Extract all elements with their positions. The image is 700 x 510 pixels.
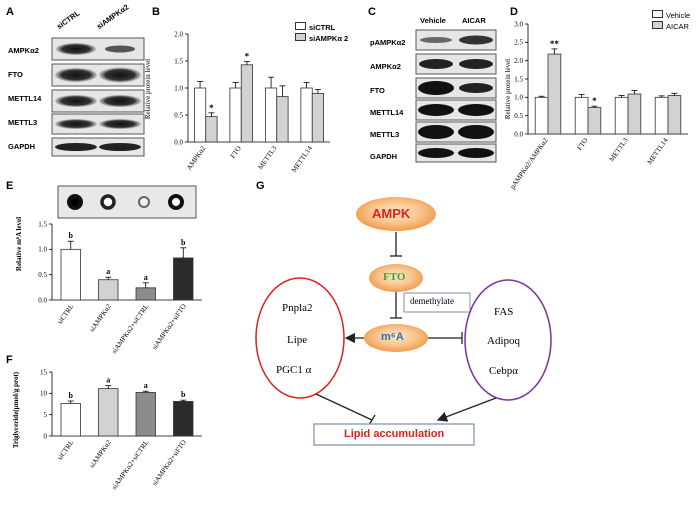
lipid-box [313, 423, 475, 446]
blot-c-row-label-4: METTL14 [370, 108, 404, 117]
panel-a-letter: A [6, 6, 14, 18]
chart-f-group-letter: a [106, 376, 110, 385]
chart-d-legend: Vehicle AICAR [652, 10, 690, 32]
left-gene-group [255, 277, 345, 399]
chart-e-group-letter: b [69, 231, 74, 240]
chart-f-y-tick-label: 0 [44, 432, 48, 440]
blot-a-row-label-2: FTO [8, 70, 23, 79]
right-gene-1: FAS [494, 306, 514, 318]
chart-d-y-tick-label: 0.5 [514, 112, 523, 120]
chart-d-legend-item-2: AICAR [652, 21, 690, 32]
chart-f-group-letter: a [144, 381, 148, 390]
chart-e-y-tick-label: 1.5 [38, 220, 47, 228]
ampk-label: AMPK [372, 206, 411, 221]
blot-c-row-label-3: FTO [370, 86, 385, 95]
chart-b-y-tick-label: 1.5 [174, 57, 183, 65]
blot-c-lane-label-2: AICAR [462, 16, 486, 25]
left-gene-2: Lipe [287, 334, 308, 346]
panel-d-letter: D [510, 6, 518, 18]
chart-b-significance: * [209, 103, 214, 113]
chart-d-y-tick-label: 2.0 [514, 57, 523, 65]
chart-d-y-tick-label: 2.5 [514, 39, 523, 47]
chart-f-y-tick-label: 5 [44, 411, 48, 419]
right-gene-3: Cebpα [489, 365, 518, 377]
left-gene-3: PGC1 α [276, 364, 312, 376]
blot-c-row-label-6: GAPDH [370, 152, 398, 161]
panel-f-letter: F [6, 354, 13, 366]
chart-b-y-tick-label: 0.0 [174, 138, 183, 146]
left-inhibits-lipid [315, 393, 373, 421]
panel-b-letter: B [152, 6, 160, 18]
chart-f-group-letter: b [69, 391, 74, 400]
blot-c-lane-label-1: Vehicle [420, 16, 446, 25]
right-activates-lipid [436, 397, 497, 422]
chart-d-y-tick-label: 1.0 [514, 94, 523, 102]
blot-a-row-label-3: METTL14 [8, 94, 42, 103]
chart-d-significance: * [592, 96, 597, 106]
panel-c-letter: C [368, 6, 376, 18]
chart-b-significance: * [245, 52, 250, 62]
chart-e-y-tick-label: 0.0 [38, 296, 47, 304]
chart-b-legend-item-1: siCTRL [295, 22, 348, 33]
blot-c-row-label-1: pAMPKα2 [370, 38, 406, 47]
dot-blot-e [57, 185, 197, 219]
chart-b-y-tick-label: 1.0 [174, 84, 183, 92]
chart-b-y-tick-label: 0.5 [174, 111, 183, 119]
lipid-accumulation-label: Lipid accumulation [344, 428, 445, 440]
right-gene-2: Adipoq [487, 335, 520, 347]
chart-e-group-letter: a [144, 273, 148, 282]
chart-d-y-tick-label: 3.0 [514, 20, 523, 28]
chart-f-y-tick-label: 10 [40, 390, 48, 398]
demethylate-label: demethylate [410, 296, 454, 306]
m6a-label: m⁶A [381, 331, 404, 343]
ampk-node [356, 197, 436, 231]
demethylate-box [403, 292, 471, 313]
blot-a-row-label-1: AMPKα2 [8, 46, 39, 55]
chart-e-y-tick-label: 0.5 [38, 271, 47, 279]
panel-g-letter: G [256, 180, 265, 192]
western-blot-a [51, 37, 145, 157]
chart-d-y-tick-label: 0.0 [514, 130, 523, 138]
chart-d-significance: ** [550, 39, 560, 49]
chart-d-legend-item-1: Vehicle [652, 10, 690, 21]
fto-label: FTO [383, 271, 406, 283]
blot-a-bands [55, 43, 141, 151]
blot-c-row-label-2: AMPKα2 [370, 62, 401, 71]
fto-node [369, 264, 423, 292]
blot-c-row-label-5: METTL3 [370, 130, 400, 139]
right-gene-group [464, 279, 552, 401]
chart-f-y-tick-label: 15 [40, 368, 48, 376]
panel-e-letter: E [6, 180, 14, 192]
western-blot-c [415, 29, 497, 163]
left-gene-1: Pnpla2 [282, 302, 313, 314]
chart-b-legend: siCTRL siAMPKα 2 [295, 22, 348, 44]
chart-e-group-letter: b [181, 238, 186, 247]
blot-a-row-label-5: GAPDH [8, 142, 36, 151]
chart-d-y-tick-label: 1.5 [514, 75, 523, 83]
m6a-node [364, 324, 428, 352]
chart-e-y-tick-label: 1.0 [38, 246, 47, 254]
chart-b-y-tick-label: 2.0 [174, 30, 183, 38]
blot-c-bands [418, 35, 494, 158]
chart-f-group-letter: b [181, 390, 186, 399]
chart-e-group-letter: a [106, 267, 110, 276]
chart-b-legend-item-2: siAMPKα 2 [295, 33, 348, 44]
blot-a-row-label-4: METTL3 [8, 118, 38, 127]
